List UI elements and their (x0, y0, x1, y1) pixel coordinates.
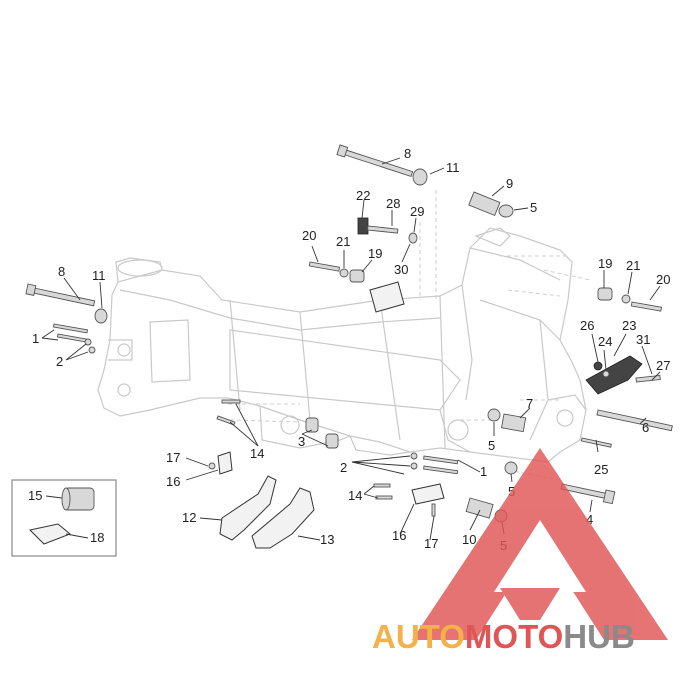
callout-18: 18 (90, 530, 104, 545)
chain-guide-23 (585, 355, 643, 395)
callout-1-left: 1 (32, 331, 39, 346)
callout-8-top: 8 (404, 146, 411, 161)
callout-3: 3 (298, 434, 305, 449)
callout-27: 27 (656, 358, 670, 373)
watermark-text: AUTOMOTOHUB (372, 618, 635, 655)
callout-19-left: 19 (368, 246, 382, 261)
watermark-text-moto: MOTO (465, 618, 563, 655)
bush-7 (501, 413, 527, 433)
leader-lines (41, 157, 661, 541)
callout-31: 31 (636, 332, 650, 347)
clip-18 (28, 523, 71, 545)
motorcycle-frame-outline (97, 190, 591, 481)
bracket-12 (219, 475, 277, 541)
callout-16-left: 16 (166, 474, 180, 489)
callout-16-center: 16 (392, 528, 406, 543)
callout-15: 15 (28, 488, 42, 503)
callout-28: 28 (386, 196, 400, 211)
long-bolt-8-left (32, 287, 96, 307)
callout-20-right: 20 (656, 272, 670, 287)
bush-3-b (325, 433, 339, 449)
inset-box (11, 479, 117, 557)
callout-2-left: 2 (56, 354, 63, 369)
watermark-logo (412, 448, 668, 640)
callout-21-left: 21 (336, 234, 350, 249)
callout-12: 12 (182, 510, 196, 525)
bush-10 (465, 497, 494, 519)
callout-17-center: 17 (424, 536, 438, 551)
callout-17-left: 17 (166, 450, 180, 465)
bush-19-left (349, 269, 365, 283)
callout-11-left: 11 (92, 268, 106, 283)
callout-4: 4 (586, 512, 593, 527)
watermark-text-hub: HUB (563, 618, 635, 655)
callout-6: 6 (642, 420, 649, 435)
callout-11-top: 11 (446, 160, 460, 175)
callout-29: 29 (410, 204, 424, 219)
long-bolt-8-top (343, 149, 414, 177)
callout-5-top: 5 (530, 200, 537, 215)
callout-24: 24 (598, 334, 612, 349)
callout-7: 7 (526, 396, 533, 411)
axle-6 (596, 409, 673, 432)
callout-10: 10 (462, 532, 476, 547)
callout-23: 23 (622, 318, 636, 333)
bush-9 (468, 191, 501, 217)
watermark-triangle-icon (412, 448, 668, 640)
callout-9: 9 (506, 176, 513, 191)
callout-1-center: 1 (480, 464, 487, 479)
callout-30: 30 (394, 262, 408, 277)
bush-19-right (597, 287, 613, 301)
bush-5-top (498, 204, 514, 218)
callout-25: 25 (594, 462, 608, 477)
clamp-16-left (217, 451, 233, 475)
callout-5-mid: 5 (488, 438, 495, 453)
callout-20-left: 20 (302, 228, 316, 243)
callout-21-right: 21 (626, 258, 640, 273)
callout-22: 22 (356, 188, 370, 203)
plate-bracket (369, 281, 405, 313)
bracket-13 (251, 487, 315, 549)
callout-14-lower: 14 (348, 488, 362, 503)
callout-26: 26 (580, 318, 594, 333)
watermark-text-auto: AUTO (372, 618, 465, 655)
callout-13: 13 (320, 532, 334, 547)
callout-8-left: 8 (58, 264, 65, 279)
nut-11-left (94, 308, 108, 324)
parts (11, 144, 673, 557)
bush-3-a (305, 417, 319, 433)
callout-14-upper: 14 (250, 446, 264, 461)
callout-19-right: 19 (598, 256, 612, 271)
clamp-16-center (411, 483, 445, 505)
callout-2-center: 2 (340, 460, 347, 475)
spring-22 (357, 217, 369, 235)
nut-11-top (412, 168, 428, 186)
